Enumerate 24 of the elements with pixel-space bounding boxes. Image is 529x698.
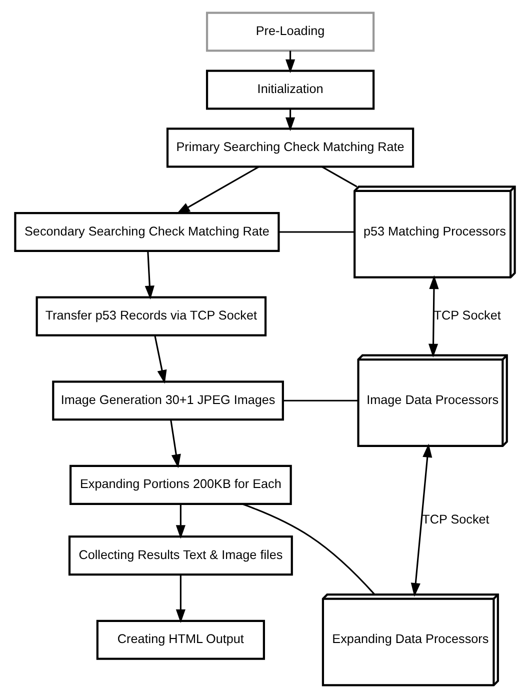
node-box: Secondary Searching Check Matching Rate xyxy=(14,212,280,252)
connector xyxy=(282,400,358,402)
connector xyxy=(242,503,375,595)
arrow xyxy=(285,50,295,74)
node-box: Expanding Portions 200KB for Each xyxy=(69,464,292,505)
connector xyxy=(321,166,357,188)
arrow xyxy=(410,444,432,597)
node-box: Transfer p53 Records via TCP Socket xyxy=(35,296,266,336)
node-box: Primary Searching Check Matching Rate xyxy=(166,128,414,168)
connector xyxy=(278,231,354,233)
arrow xyxy=(154,335,166,384)
node-box: Pre-Loading xyxy=(205,12,374,52)
arrow xyxy=(428,275,438,358)
arrow xyxy=(176,166,259,214)
node-box: Image Generation 30+1 JPEG Images xyxy=(52,380,284,421)
arrow xyxy=(175,574,185,624)
arrow xyxy=(170,420,180,468)
arrow xyxy=(175,504,185,539)
arrow xyxy=(144,251,154,300)
edge-label: TCP Socket xyxy=(422,512,489,527)
node-box: Collecting Results Text & Image files xyxy=(68,536,292,576)
arrow xyxy=(285,108,295,132)
node-box: Initialization xyxy=(205,70,374,110)
node-box: Creating HTML Output xyxy=(96,620,264,660)
